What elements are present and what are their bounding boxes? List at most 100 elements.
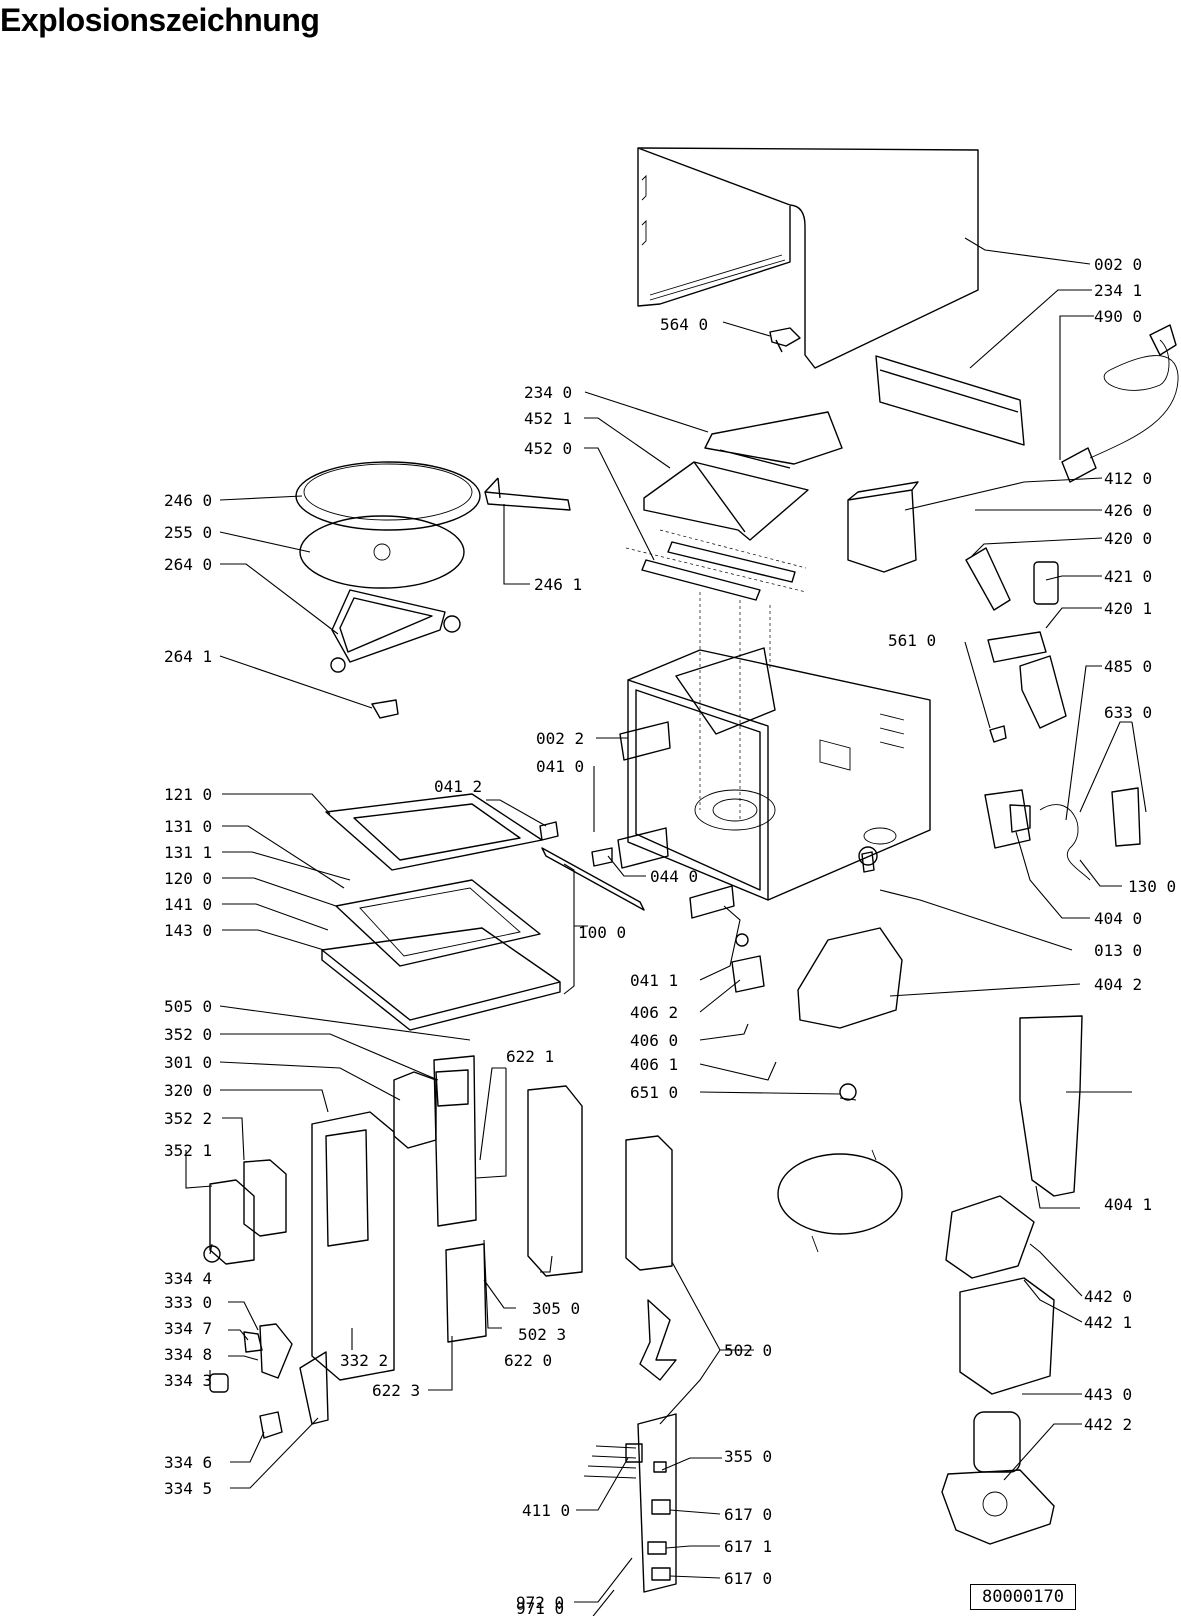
door-glass-drawing <box>321 927 561 1031</box>
callout-label: 234 1 <box>1094 281 1142 300</box>
motor-drawing <box>731 933 765 993</box>
callout-label: 120 0 <box>164 869 212 888</box>
callout-label: 622 0 <box>504 1351 552 1370</box>
control-board-drawing <box>445 1085 673 1343</box>
callout-label: 246 0 <box>164 491 212 510</box>
leader-lines <box>185 237 1147 1616</box>
top-bracket-drawing <box>875 355 1025 446</box>
callout-label: 355 0 <box>724 1447 772 1466</box>
capacitor-drawing <box>965 547 1059 611</box>
callout-label: 143 0 <box>164 921 212 940</box>
callout-label: 485 0 <box>1104 657 1152 676</box>
callout-label: 490 0 <box>1094 307 1142 326</box>
callout-label: 044 0 <box>650 867 698 886</box>
callout-label: 406 1 <box>630 1055 678 1074</box>
callout-label: 502 3 <box>518 1325 566 1344</box>
callout-label: 443 0 <box>1084 1385 1132 1404</box>
arrow-symbol-drawing <box>639 1299 677 1381</box>
callout-label: 564 0 <box>660 315 708 334</box>
callout-label: 421 0 <box>1104 567 1152 586</box>
hinge-clip-drawing <box>769 327 801 353</box>
transformer-drawing <box>847 481 919 573</box>
callout-label: 041 2 <box>434 777 482 796</box>
callout-label: 622 3 <box>372 1381 420 1400</box>
callout-label: 406 0 <box>630 1031 678 1050</box>
callout-label: 234 0 <box>524 383 572 402</box>
page-title: Explosionszeichnung <box>0 2 320 38</box>
callout-label: 121 0 <box>164 785 212 804</box>
callout-label: 561 0 <box>888 631 936 650</box>
callout-label: 131 0 <box>164 817 212 836</box>
callout-label: 617 1 <box>724 1537 772 1556</box>
callout-label: 411 0 <box>522 1501 570 1520</box>
turntable-glass-drawing <box>295 461 481 531</box>
callout-label: 320 0 <box>164 1081 212 1100</box>
diode-bracket-drawing <box>987 631 1067 729</box>
door-switch-drawing <box>1111 787 1141 847</box>
heating-element-drawing <box>625 529 807 820</box>
callout-label: 352 2 <box>164 1109 212 1128</box>
drawing-number-box: 80000170 <box>970 1584 1076 1610</box>
callout-label: 332 2 <box>340 1351 388 1370</box>
callout-label: 264 0 <box>164 555 212 574</box>
callout-label: 452 1 <box>524 409 572 428</box>
callout-label: 100 0 <box>578 923 626 942</box>
waveguide-cover-drawing <box>704 411 843 469</box>
callout-label: 352 1 <box>164 1141 212 1160</box>
callout-label: 246 1 <box>534 575 582 594</box>
callout-label: 617 0 <box>724 1569 772 1588</box>
callout-labels: 002 0 234 1 490 0 564 0 234 0 452 1 452 … <box>164 255 1176 1616</box>
callout-label: 426 0 <box>1104 501 1152 520</box>
interlock-switch-drawing <box>393 1055 477 1227</box>
switch-assembly-drawing <box>984 789 1091 881</box>
callout-label: 452 0 <box>524 439 572 458</box>
callout-label: 404 1 <box>1104 1195 1152 1214</box>
outer-casing-drawing <box>637 147 979 369</box>
hinge-pin-drawing <box>539 821 559 841</box>
callout-label: 334 5 <box>164 1479 212 1498</box>
latch-plate-drawing <box>617 721 671 869</box>
main-pcb-drawing <box>583 1413 677 1593</box>
callout-label: 130 0 <box>1128 877 1176 896</box>
callout-label: 002 2 <box>536 729 584 748</box>
callout-label: 334 4 <box>164 1269 212 1288</box>
callout-label: 972 0 <box>516 1593 564 1612</box>
callout-label: 406 2 <box>630 1003 678 1022</box>
oven-cavity-drawing <box>627 647 931 901</box>
callout-label: 622 1 <box>506 1047 554 1066</box>
callout-label: 013 0 <box>1094 941 1142 960</box>
callout-label: 404 0 <box>1094 909 1142 928</box>
door-screen-drawing <box>335 879 541 967</box>
knob-parts-drawing <box>209 1323 329 1439</box>
callout-label: 041 1 <box>630 971 678 990</box>
callout-label: 334 7 <box>164 1319 212 1338</box>
callout-label: 420 1 <box>1104 599 1152 618</box>
callout-label: 505 0 <box>164 997 212 1016</box>
turntable-coupler-drawing <box>371 699 399 719</box>
callout-label: 971 0 <box>516 1599 564 1616</box>
fuse-drawing <box>989 725 1007 743</box>
callout-label: 633 0 <box>1104 703 1152 722</box>
callout-label: 442 2 <box>1084 1415 1132 1434</box>
callout-label: 334 8 <box>164 1345 212 1364</box>
door-rod-drawing <box>541 847 645 911</box>
lamp-cover-drawing <box>643 461 809 541</box>
door-hook-drawing <box>591 847 613 867</box>
fan-motor-drawing <box>941 1195 1055 1545</box>
callout-label: 264 1 <box>164 647 212 666</box>
callout-label: 141 0 <box>164 895 212 914</box>
callout-label: 255 0 <box>164 523 212 542</box>
turntable-plate-drawing <box>299 515 465 589</box>
callout-label: 301 0 <box>164 1053 212 1072</box>
callout-label: 617 0 <box>724 1505 772 1524</box>
callout-label: 442 1 <box>1084 1313 1132 1332</box>
callout-label: 352 0 <box>164 1025 212 1044</box>
callout-label: 412 0 <box>1104 469 1152 488</box>
callout-label: 502 0 <box>724 1341 772 1360</box>
callout-label: 305 0 <box>532 1299 580 1318</box>
thermostat-drawing <box>858 846 878 873</box>
callout-label: 131 1 <box>164 843 212 862</box>
bottom-cover-drawing <box>777 1149 903 1253</box>
callout-label: 002 0 <box>1094 255 1142 274</box>
